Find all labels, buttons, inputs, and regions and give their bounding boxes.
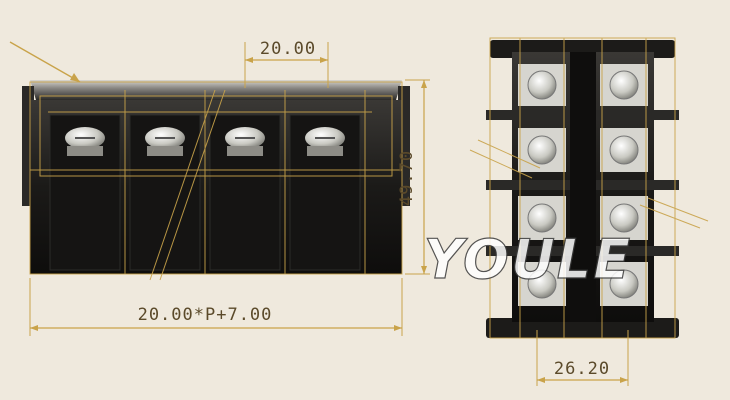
dimension-pitch	[244, 42, 329, 88]
side-view	[469, 37, 709, 339]
front-view	[9, 41, 410, 281]
watermark-logo: YOULE	[424, 228, 632, 291]
side-terminals	[518, 64, 648, 306]
dimension-length	[29, 278, 403, 336]
dimension-height-label: 49.70	[397, 150, 417, 206]
front-outline-traces	[29, 81, 403, 281]
dimension-height	[405, 79, 430, 275]
front-cover	[30, 80, 402, 100]
front-screws	[65, 127, 345, 156]
side-bottom-flange	[486, 318, 679, 338]
dimension-pitch-label: 20.00	[260, 39, 316, 59]
dimension-width	[536, 330, 629, 386]
side-center-bar	[570, 52, 596, 322]
side-outline-traces	[469, 37, 709, 339]
dimension-width-label: 26.20	[554, 359, 610, 379]
leader-line	[9, 41, 81, 83]
front-compartments	[49, 114, 361, 271]
leader-arrowhead	[70, 73, 80, 82]
dimension-length-label: 20.00*P+7.00	[138, 305, 273, 325]
